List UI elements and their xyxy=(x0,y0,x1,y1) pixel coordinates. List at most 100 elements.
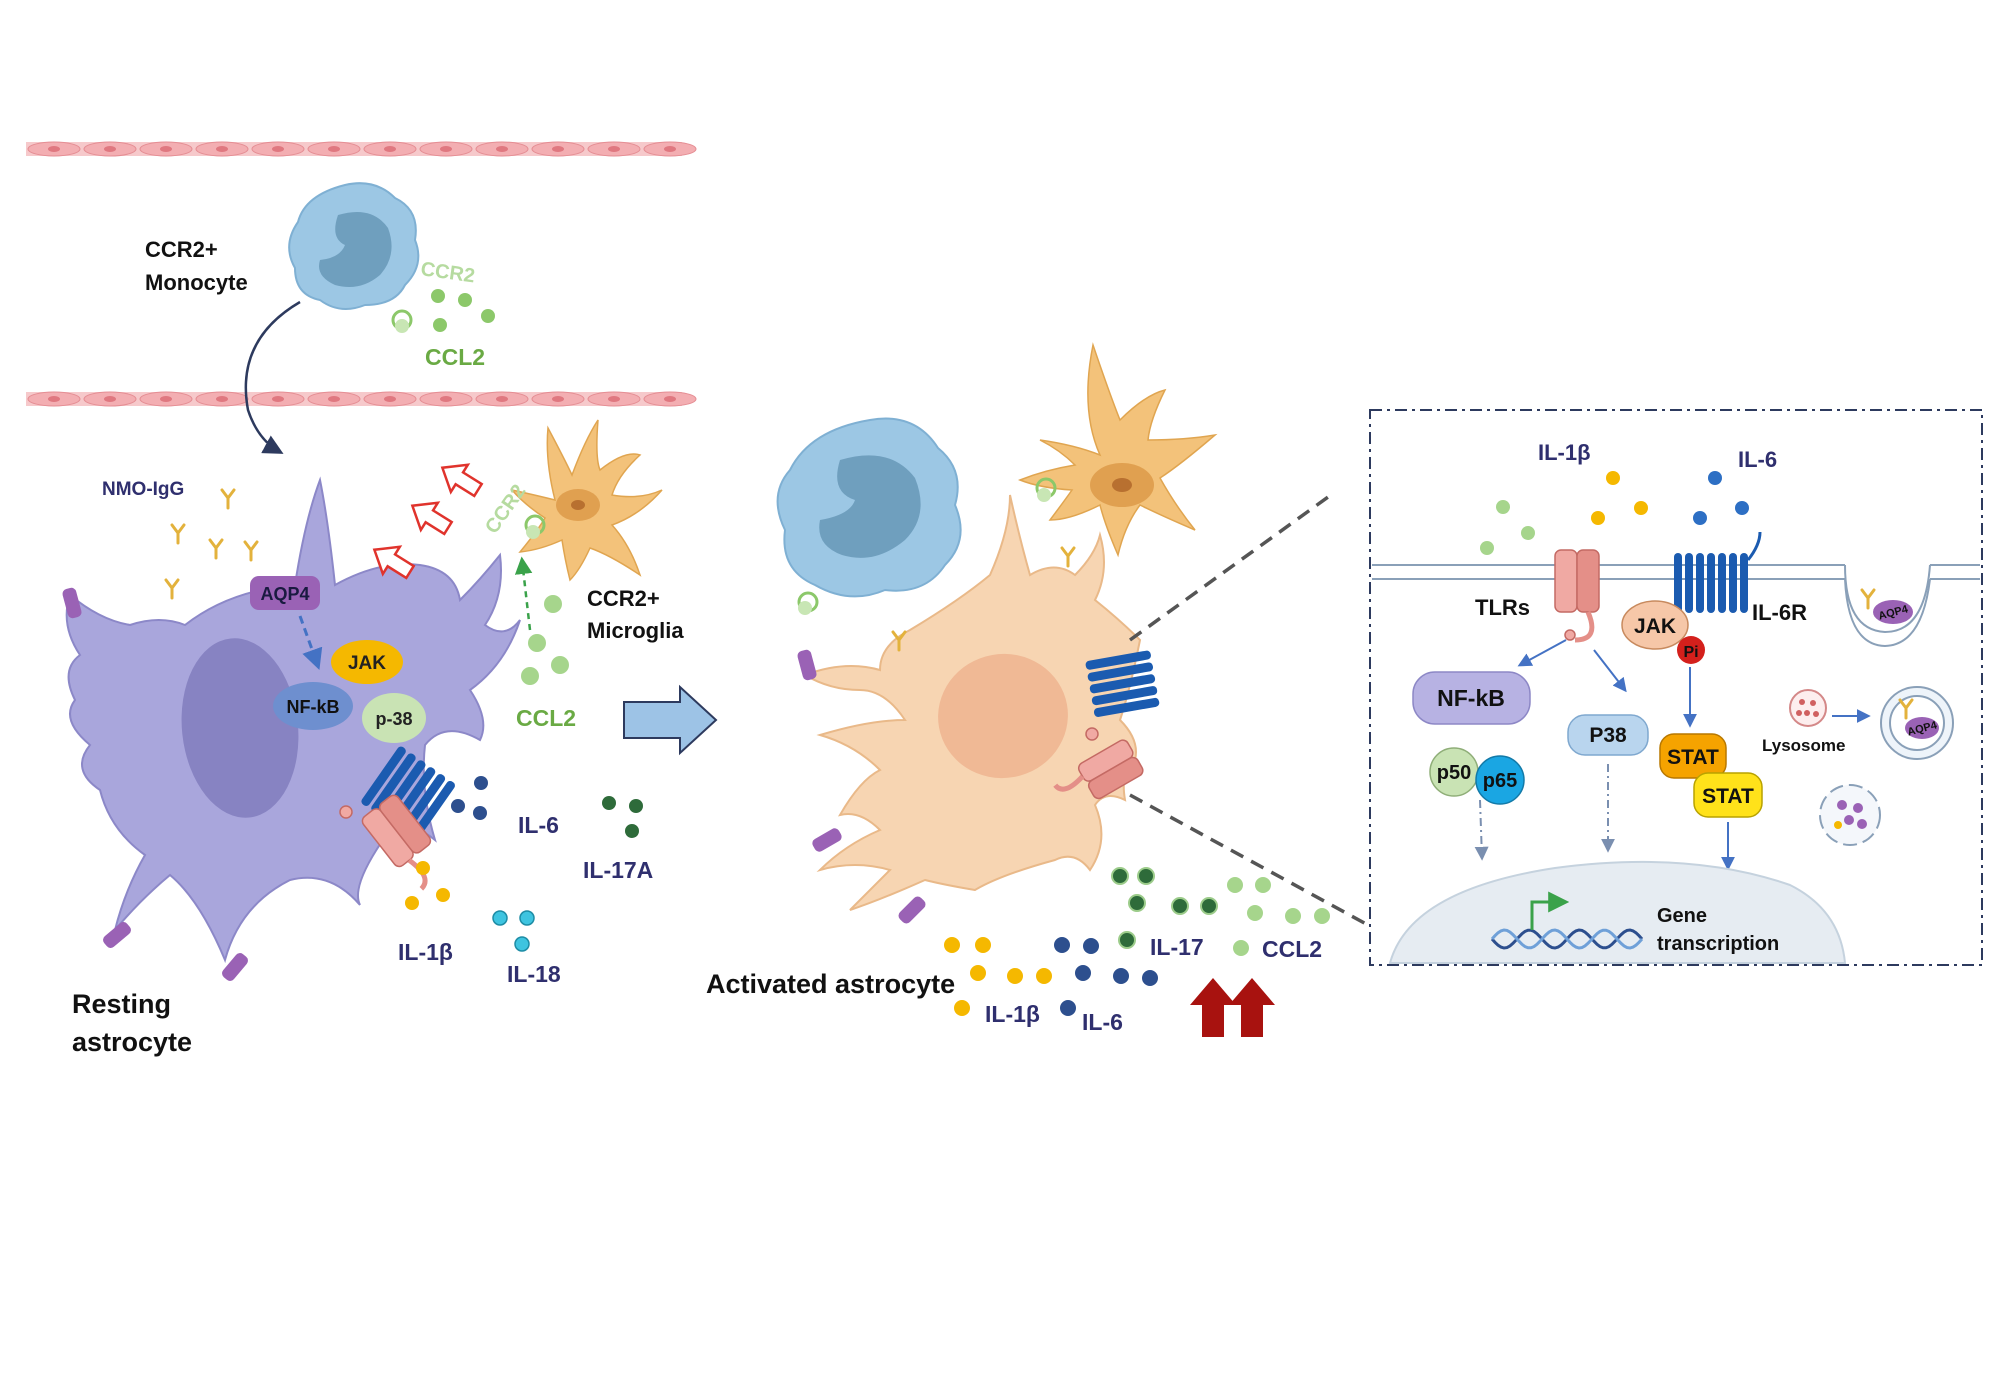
zoom-guide-line-top xyxy=(1128,490,1337,642)
antibody-icon xyxy=(170,523,186,545)
endothelial-cells-top xyxy=(27,141,697,157)
jak-oval xyxy=(331,640,403,684)
endothelial-nucleus xyxy=(384,146,396,152)
endfoot-tip xyxy=(898,896,926,924)
ccl2-dots-inset xyxy=(1480,500,1535,555)
nmo-igg-label: NMO-IgG xyxy=(102,479,184,500)
il6r-label: IL-6R xyxy=(1752,600,1807,625)
gene-transcription-line2: transcription xyxy=(1657,933,1779,955)
nfkb-box-inset xyxy=(1412,671,1531,725)
endothelial-nucleus xyxy=(216,396,228,402)
tlr-ligand-dot xyxy=(1085,727,1099,741)
tlrs-label: TLRs xyxy=(1475,595,1530,620)
ccr2-label-monocyte: CCR2 xyxy=(419,258,476,287)
monocyte-nucleus xyxy=(819,455,921,558)
tlr-receptor-icon xyxy=(361,794,432,891)
endothelial-nucleus xyxy=(160,396,172,402)
il6-label-activated: IL-6 xyxy=(1082,1009,1123,1035)
dna-helix-icon xyxy=(1490,928,1644,950)
ccr2-microglia xyxy=(509,419,663,582)
ccr2-receptor-icon xyxy=(524,514,546,539)
ccl2-dots-resting xyxy=(521,595,569,685)
microglia-nucleolus xyxy=(571,500,585,510)
jak-label-inset: JAK xyxy=(1634,615,1676,638)
il1b-dots-resting xyxy=(405,861,450,910)
p38-box-inset xyxy=(1567,714,1649,756)
aqp4-signal-arrow xyxy=(298,615,323,670)
antibody-icon xyxy=(243,540,259,562)
il1b-label-activated: IL-1β xyxy=(985,1001,1040,1027)
il6-dots-inset xyxy=(1693,471,1749,525)
il17a-dots-resting xyxy=(602,796,643,838)
il6-dots-activated xyxy=(1054,937,1158,1016)
tlr-ligand-dot xyxy=(339,805,353,819)
hollow-arrow-icon xyxy=(440,463,484,498)
ccl2-chemotaxis-arrow xyxy=(514,556,533,631)
antibody-icon xyxy=(164,578,180,600)
aqp4-box xyxy=(250,576,320,610)
p38-label-inset: P38 xyxy=(1589,724,1627,747)
stat-label-2: STAT xyxy=(1702,785,1754,808)
endothelial-nucleus xyxy=(272,146,284,152)
il6-label-resting: IL-6 xyxy=(518,812,559,838)
p38-label: p-38 xyxy=(375,709,412,729)
endothelial-nucleus xyxy=(440,396,452,402)
endfoot-tip xyxy=(62,587,82,619)
il6-label-inset: IL-6 xyxy=(1738,447,1777,472)
nmo-igg-antibodies xyxy=(164,488,259,600)
endothelial-nucleus xyxy=(160,146,172,152)
microglia-label-line1: CCR2+ xyxy=(587,586,660,611)
blood-vessel xyxy=(26,141,697,407)
resting-astrocyte xyxy=(62,476,521,981)
cell-membrane xyxy=(1372,564,1980,648)
endothelial-nucleus xyxy=(608,396,620,402)
ccl2-dots-activated xyxy=(1227,877,1330,956)
activated-astrocyte xyxy=(797,494,1142,924)
ccr2-label-microglia: CCR2 xyxy=(481,481,530,538)
signaling-inset: AQP4 IL-1β IL-6 TLRs xyxy=(1369,409,1983,966)
il17-label-activated: IL-17 xyxy=(1150,934,1204,960)
ccr2-microglia-activated xyxy=(1017,342,1218,558)
upregulation-arrows xyxy=(1190,978,1275,1037)
tlr-to-p38-arrow xyxy=(1593,649,1627,693)
il6-receptor-icon xyxy=(1085,650,1160,717)
zoom-guide-line-bottom xyxy=(1129,793,1369,927)
ccr2-monocyte xyxy=(288,182,420,333)
aqp4-label: AQP4 xyxy=(260,584,309,604)
lysosome-icon xyxy=(1789,689,1827,727)
pi-circle xyxy=(1677,636,1705,664)
il1b-label-resting: IL-1β xyxy=(398,939,453,965)
nmo-igg-antibodies-activated xyxy=(891,546,1076,652)
resting-astrocyte-label-line1: Resting xyxy=(72,989,171,1019)
endothelial-nucleus xyxy=(104,146,116,152)
microglia-signal-arrows xyxy=(372,463,484,580)
stat-label-1: STAT xyxy=(1667,746,1719,769)
endothelial-nucleus xyxy=(552,396,564,402)
jak-oval-inset xyxy=(1621,600,1689,650)
endothelial-nucleus xyxy=(328,396,340,402)
activation-transition-arrow xyxy=(623,684,718,756)
transcription-start-arrow xyxy=(1530,891,1570,930)
hollow-arrow-icon xyxy=(410,501,454,536)
p50-label: p50 xyxy=(1437,762,1471,784)
activated-astrocyte-nucleus xyxy=(938,653,1068,779)
ccl2-label-activated: CCL2 xyxy=(1262,936,1322,962)
endothelial-nucleus xyxy=(440,146,452,152)
up-arrow-icon xyxy=(1190,978,1236,1037)
ccl2-dots-vessel xyxy=(431,289,495,332)
endfoot-tip xyxy=(797,649,817,681)
monocyte-label-line1: CCR2+ xyxy=(145,237,218,262)
microglia-label-line2: Microglia xyxy=(587,618,684,643)
antibody-icon xyxy=(208,538,224,560)
endothelial-nucleus xyxy=(608,146,620,152)
microglia-nucleolus xyxy=(1112,478,1132,492)
resting-astrocyte-nucleus xyxy=(181,638,299,818)
ccl2-label-resting: CCL2 xyxy=(516,705,576,731)
aqp4-endocytic-vesicle: AQP4 xyxy=(1880,686,1954,760)
stat-box-1 xyxy=(1659,733,1727,779)
il1b-label-inset: IL-1β xyxy=(1538,440,1591,465)
nfkb-label-inset: NF-kB xyxy=(1437,685,1505,711)
resting-astrocyte-label-line2: astrocyte xyxy=(72,1027,192,1057)
p38-oval xyxy=(362,693,426,743)
activated-astrocyte-label: Activated astrocyte xyxy=(706,969,955,999)
